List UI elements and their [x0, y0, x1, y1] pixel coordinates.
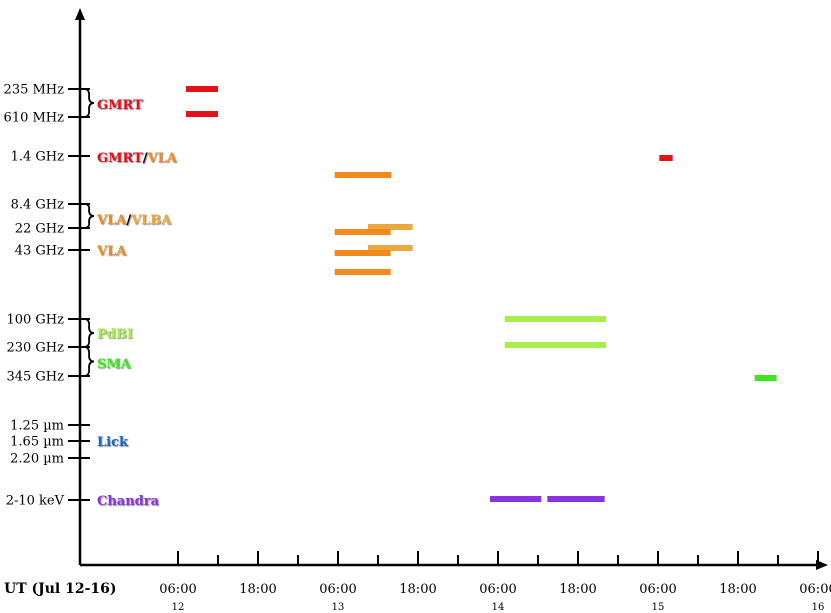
instrument-label-part: VLBA [130, 213, 172, 228]
observation-bars [186, 86, 777, 502]
band-label: 345 GHz [6, 370, 64, 385]
band-label: 230 GHz [6, 341, 64, 356]
instrument-label-sma: SMA [97, 357, 132, 372]
day-label: 15 [652, 602, 665, 613]
instrument-brace [83, 88, 95, 118]
instrument-label-part: / [126, 213, 131, 228]
band-label: 1.65 µm [10, 435, 64, 450]
time-axis: 06:00 18:00 06:00 18:00 06:00 18:00 06:00 18:00… [159, 551, 831, 613]
day-label: 12 [172, 602, 185, 613]
observation-bar [504, 342, 606, 348]
instrument-label-part: VLA [96, 244, 127, 259]
instrument-label-gmrt: GMRT [97, 98, 143, 113]
time-tick-label: 06:00 [479, 582, 516, 597]
instrument-brace [83, 318, 95, 348]
band-label: 610 MHz [4, 111, 65, 126]
chart-axes [75, 8, 828, 570]
instrument-label-part: Lick [97, 435, 129, 450]
band-ticks: 235 MHz 610 MHz 1.4 GHz 8.4 GHz 22 GHz 43 GHz… [4, 83, 90, 509]
y-axis-arrow [75, 8, 85, 20]
observation-bar [490, 496, 542, 502]
day-label: 13 [332, 602, 345, 613]
band-label: 1.4 GHz [11, 150, 65, 165]
time-tick-label: 06:00 [639, 582, 676, 597]
instrument-label-part: / [143, 151, 148, 166]
instrument-label-part: GMRT [97, 151, 143, 166]
observation-bar [754, 375, 777, 381]
instrument-labels: GMRTGMRT/VLAVLA/VLBAVLAPdBISMALickChandr… [83, 88, 178, 509]
band-label: 22 GHz [15, 222, 64, 237]
band-label: 1.25 µm [10, 419, 64, 434]
band-label: 2-10 keV [6, 494, 65, 509]
instrument-label-gmrt-vla: GMRT/VLA [97, 151, 178, 166]
instrument-label-vla-vlba: VLA/VLBA [96, 213, 172, 228]
time-tick-label: 18:00 [559, 582, 596, 597]
time-tick-label: 06:00 [799, 582, 831, 597]
observation-bar [334, 172, 392, 178]
band-label: 8.4 GHz [11, 198, 65, 213]
instrument-brace [83, 203, 95, 229]
instrument-label-pdbi: PdBI [97, 327, 133, 342]
observation-bar [186, 86, 218, 92]
time-tick-label: 18:00 [399, 582, 436, 597]
instrument-label-part: VLA [147, 151, 178, 166]
instrument-label-part: VLA [96, 213, 127, 228]
day-label: 16 [812, 602, 825, 613]
instrument-label-part: Chandra [97, 494, 160, 509]
instrument-label-chandra: Chandra [97, 494, 160, 509]
observation-bar [368, 224, 413, 230]
observation-bar [368, 245, 413, 251]
instrument-label-lick: Lick [97, 435, 129, 450]
time-tick-label: 18:00 [719, 582, 756, 597]
band-label: 100 GHz [6, 313, 64, 328]
time-tick-label: 06:00 [319, 582, 356, 597]
instrument-brace [83, 346, 95, 377]
instrument-label-part: PdBI [97, 327, 133, 342]
observation-bar [547, 496, 605, 502]
band-label: 43 GHz [15, 244, 64, 259]
observation-bar [334, 250, 391, 256]
x-axis-title: UT (Jul 12-16) [4, 581, 117, 597]
observation-bar [186, 111, 218, 117]
day-label: 14 [492, 602, 505, 613]
observation-bar [504, 316, 606, 322]
observation-bar [334, 269, 391, 275]
observation-bar [659, 155, 673, 161]
time-tick-label: 06:00 [159, 582, 196, 597]
band-label: 235 MHz [4, 83, 65, 98]
instrument-label-part: GMRT [97, 98, 143, 113]
instrument-label-part: SMA [97, 357, 132, 372]
time-tick-label: 18:00 [239, 582, 276, 597]
instrument-label-vla: VLA [96, 244, 127, 259]
band-label: 2.20 µm [10, 452, 64, 467]
observation-bar [334, 229, 391, 235]
